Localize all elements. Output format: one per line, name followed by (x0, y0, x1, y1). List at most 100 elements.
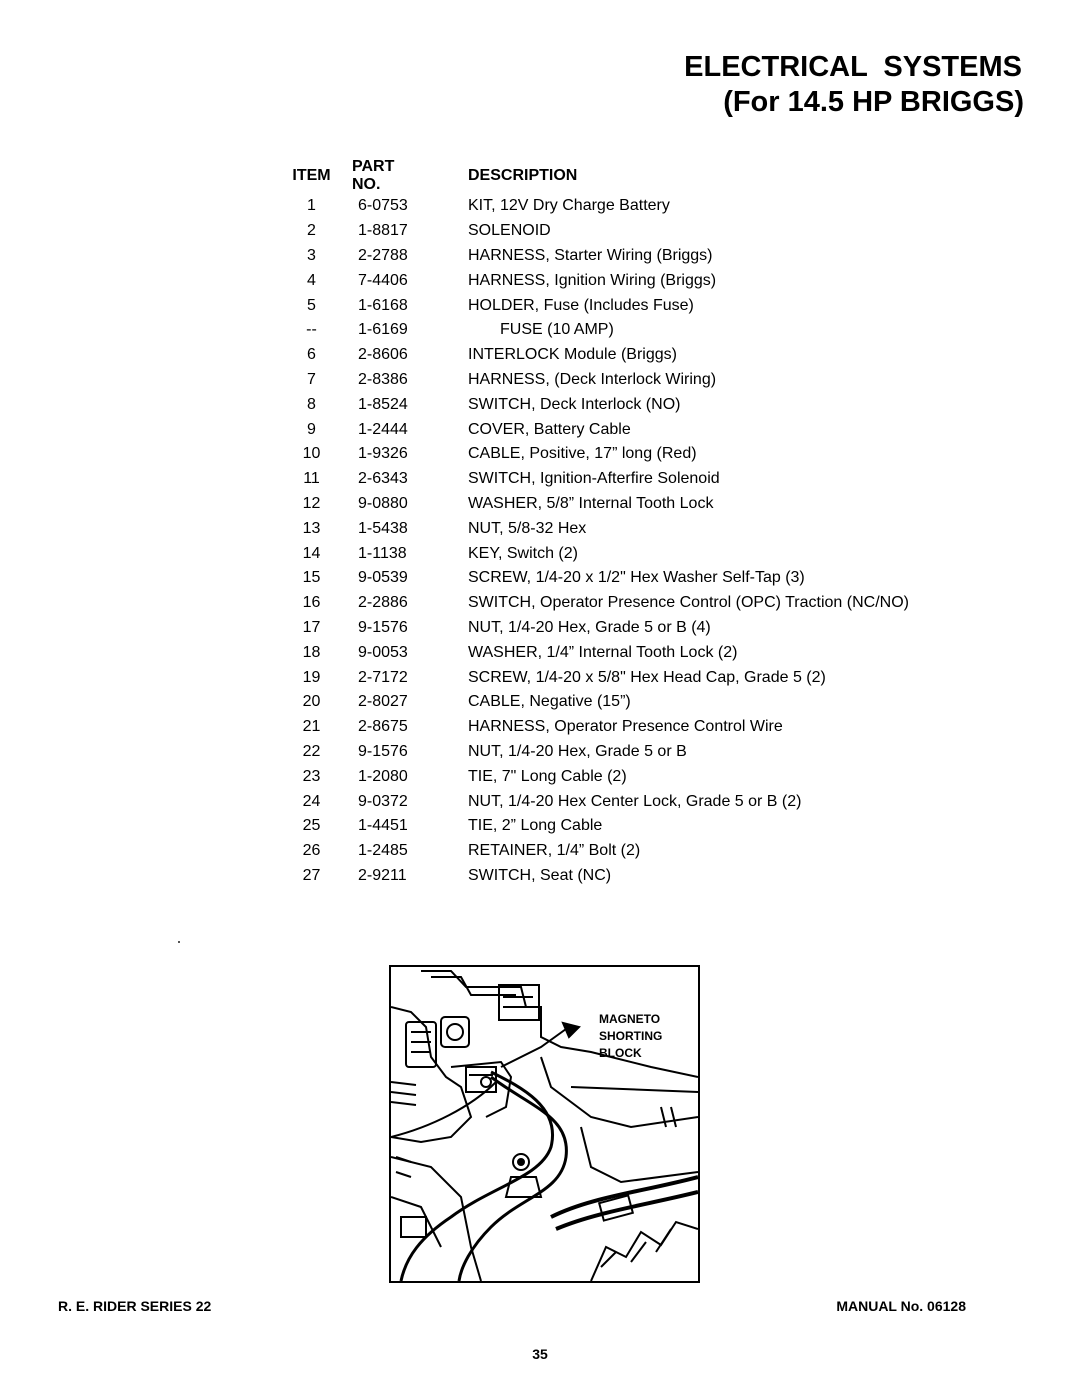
parts-table: ITEM PART NO. DESCRIPTION 1 6-0753 KIT, 12… (289, 158, 909, 888)
part-number-cell: 2-7172 (358, 668, 408, 686)
part-number-cell: 2-2886 (358, 594, 408, 612)
item-cell: 5 (307, 296, 316, 314)
column-header-description: DESCRIPTION (468, 167, 578, 184)
table-row: 5 1-6168 HOLDER, Fuse (Includes Fuse) (289, 293, 909, 318)
description-cell: SCREW, 1/4-20 x 1/2" Hex Washer Self-Tap… (468, 569, 805, 587)
table-row: 14 1-1138 KEY, Switch (2) (289, 541, 909, 566)
description-cell: KEY, Switch (2) (468, 544, 578, 562)
item-cell: 17 (302, 618, 321, 636)
item-cell: 27 (302, 866, 321, 884)
description-cell: HARNESS, (Deck Interlock Wiring) (468, 370, 717, 388)
item-cell: -- (306, 321, 317, 339)
table-row: 11 2-6343 SWITCH, Ignition-Afterfire Solen… (289, 467, 909, 492)
item-cell: 18 (302, 643, 321, 661)
table-header-row: ITEM PART NO. DESCRIPTION (289, 158, 909, 194)
description-cell: WASHER, 5/8” Internal Tooth Lock (468, 494, 714, 512)
description-cell: TIE, 7" Long Cable (2) (468, 767, 627, 785)
item-cell: 1 (307, 197, 316, 215)
item-cell: 9 (307, 420, 316, 438)
part-number-cell: 2-2788 (358, 246, 408, 264)
item-cell: 6 (307, 346, 316, 364)
item-cell: 7 (307, 370, 316, 388)
magneto-shorting-block-label: MAGNETO SHORTING BLOCK (599, 1012, 663, 1060)
part-number-cell: 9-1576 (358, 742, 408, 760)
part-number-cell: 1-8524 (358, 395, 408, 413)
item-cell: 10 (302, 445, 321, 463)
series-footer: R. E. RIDER SERIES 22 (58, 1298, 212, 1314)
description-cell: HARNESS, Operator Presence Control Wire (468, 718, 783, 736)
part-number-cell: 9-1576 (358, 618, 408, 636)
description-cell: SWITCH, Operator Presence Control (OPC) … (468, 594, 909, 612)
part-number-cell: 1-6169 (358, 321, 408, 339)
table-row: 18 9-0053 WASHER, 1/4” Internal Tooth Lock… (289, 640, 909, 665)
description-cell: SCREW, 1/4-20 x 5/8" Hex Head Cap, Grade… (468, 668, 826, 686)
description-cell: SWITCH, Deck Interlock (NO) (468, 395, 681, 413)
description-cell: KIT, 12V Dry Charge Battery (468, 197, 670, 215)
part-number-cell: 9-0539 (358, 569, 408, 587)
description-cell: SWITCH, Ignition-Afterfire Solenoid (468, 470, 720, 488)
item-cell: 16 (302, 594, 321, 612)
item-cell: 25 (302, 817, 321, 835)
description-cell: RETAINER, 1/4” Bolt (2) (468, 842, 641, 860)
table-row: -- 1-6169 FUSE (10 AMP) (289, 318, 909, 343)
table-row: 2 1-8817 SOLENOID (289, 219, 909, 244)
part-number-cell: 1-2080 (358, 767, 408, 785)
part-number-cell: 6-0753 (358, 197, 408, 215)
description-cell: NUT, 1/4-20 Hex, Grade 5 or B (468, 742, 687, 760)
part-number-cell: 2-8027 (358, 693, 408, 711)
item-cell: 11 (303, 470, 320, 488)
description-cell: WASHER, 1/4” Internal Tooth Lock (2) (468, 643, 738, 661)
item-cell: 23 (302, 767, 321, 785)
description-cell: COVER, Battery Cable (468, 420, 631, 438)
part-number-cell: 1-2444 (358, 420, 408, 438)
description-cell: SWITCH, Seat (NC) (468, 866, 612, 884)
part-number-cell: 1-6168 (358, 296, 408, 314)
part-number-cell: 9-0880 (358, 494, 408, 512)
column-header-part-no: PART NO. (352, 158, 395, 193)
table-row: 15 9-0539 SCREW, 1/4-20 x 1/2" Hex Washer … (289, 566, 909, 591)
part-number-cell: 7-4406 (358, 271, 408, 289)
part-number-cell: 2-6343 (358, 470, 408, 488)
part-number-cell: 1-9326 (358, 445, 408, 463)
part-number-cell: 1-8817 (358, 222, 408, 240)
part-number-cell: 2-8386 (358, 370, 408, 388)
table-row: 27 2-9211 SWITCH, Seat (NC) (289, 864, 909, 889)
item-cell: 14 (302, 544, 321, 562)
table-row: 7 2-8386 HARNESS, (Deck Interlock Wiring) (289, 368, 909, 393)
page-number: 35 (532, 1346, 548, 1362)
title-line-2: (For 14.5 HP BRIGGS) (723, 86, 1024, 118)
table-row: 21 2-8675 HARNESS, Operator Presence Contr… (289, 715, 909, 740)
title-line-1: ELECTRICAL SYSTEMS (684, 51, 1022, 83)
part-number-cell: 1-4451 (358, 817, 408, 835)
part-number-cell: 1-2485 (358, 842, 408, 860)
description-cell: SOLENOID (468, 222, 551, 240)
column-header-item: ITEM (292, 167, 331, 184)
description-cell: HOLDER, Fuse (Includes Fuse) (468, 296, 694, 314)
item-cell: 21 (302, 718, 321, 736)
part-number-cell: 1-5438 (358, 519, 408, 537)
part-number-cell: 2-9211 (358, 866, 407, 884)
part-number-cell: 1-1138 (358, 544, 407, 562)
description-cell: INTERLOCK Module (Briggs) (468, 346, 677, 364)
description-cell: HARNESS, Ignition Wiring (Briggs) (468, 271, 717, 289)
description-cell: NUT, 1/4-20 Hex Center Lock, Grade 5 or … (468, 792, 802, 810)
item-cell: 15 (302, 569, 321, 587)
item-cell: 2 (307, 222, 316, 240)
item-cell: 4 (307, 271, 316, 289)
table-row: 4 7-4406 HARNESS, Ignition Wiring (Briggs) (289, 268, 909, 293)
item-cell: 26 (302, 842, 321, 860)
part-number-cell: 2-8675 (358, 718, 408, 736)
description-cell: FUSE (10 AMP) (500, 321, 614, 339)
part-number-cell: 9-0053 (358, 643, 408, 661)
